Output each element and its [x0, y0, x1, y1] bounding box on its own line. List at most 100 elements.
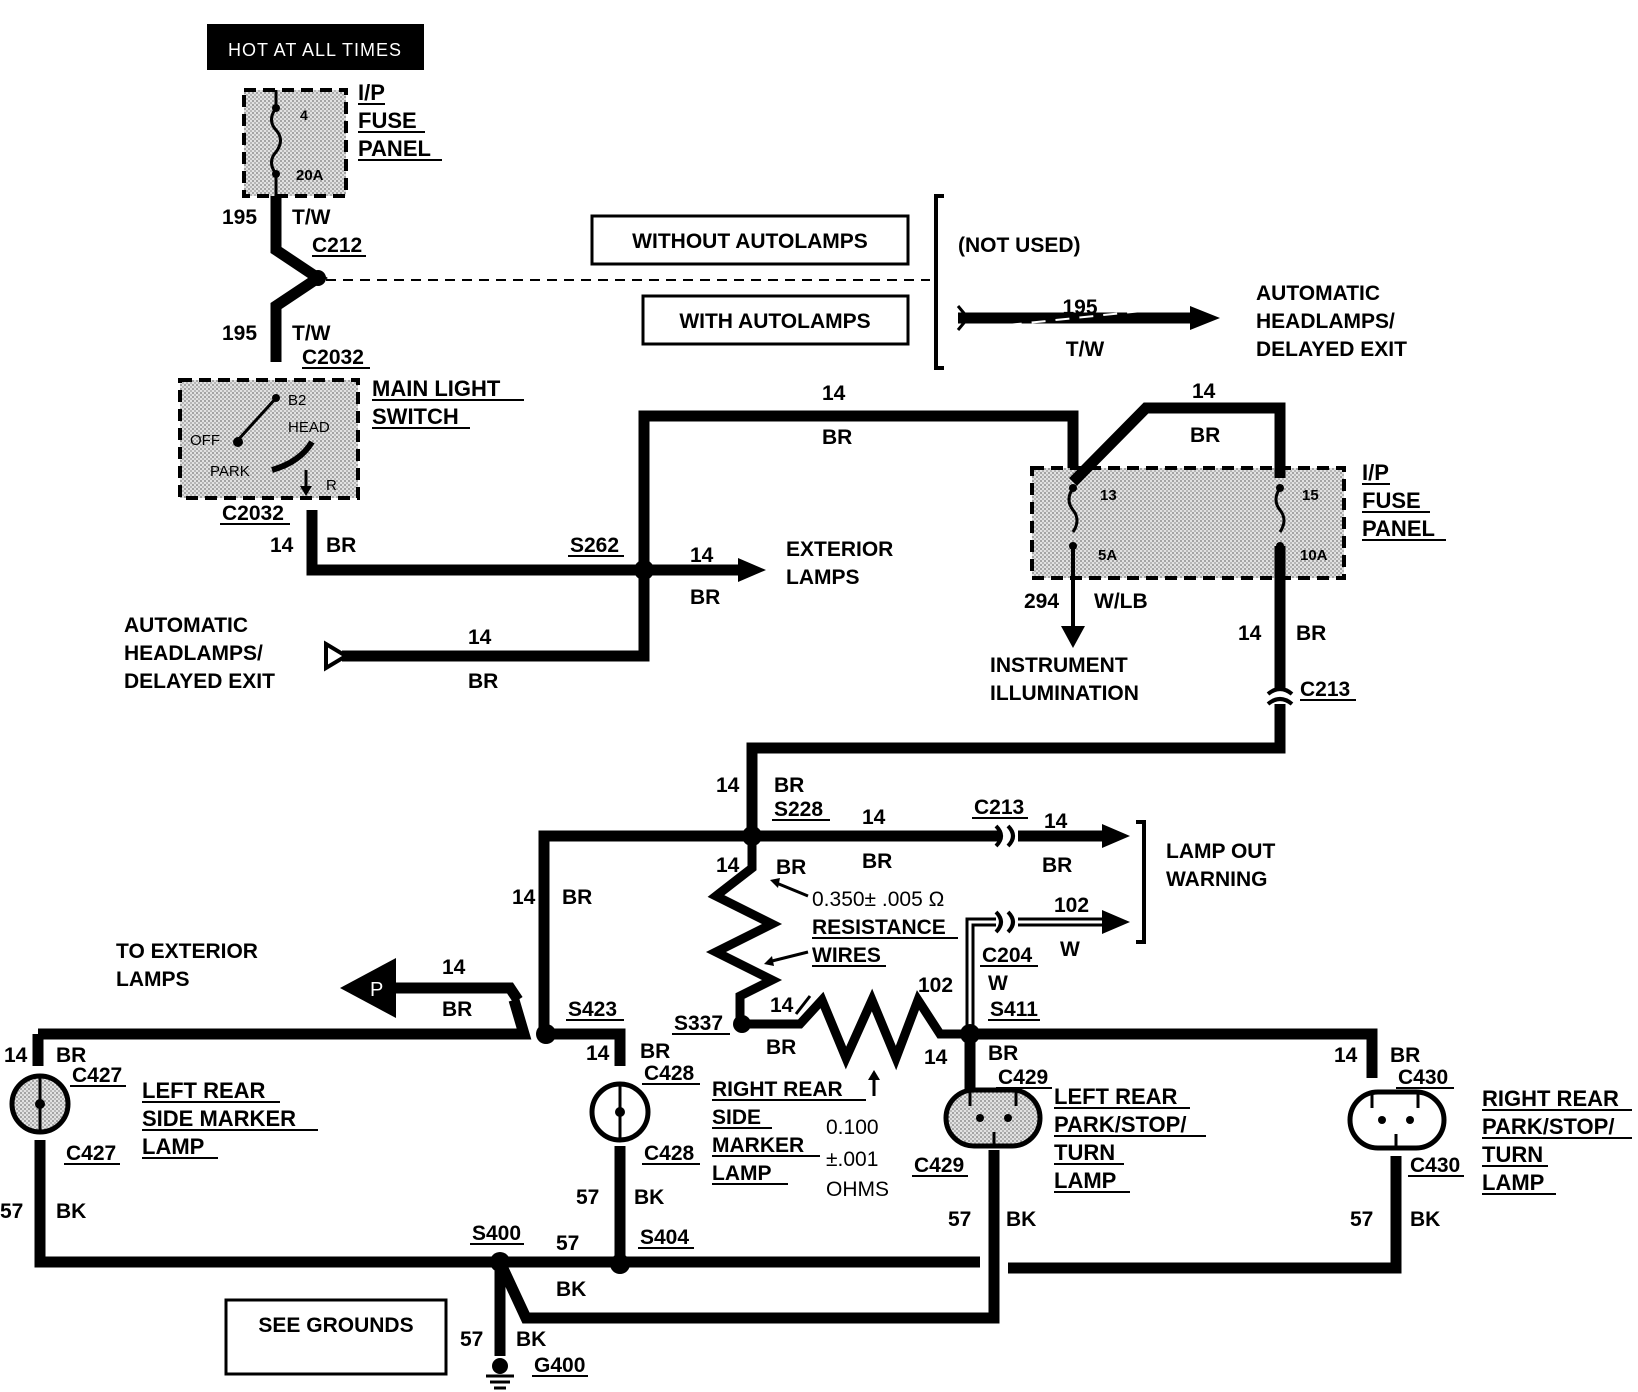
- s337-label: S337: [674, 1012, 723, 1035]
- c204-label: C204: [982, 944, 1033, 967]
- right-rear-side-marker-lamp: [589, 1081, 651, 1143]
- wire-14-color-b: BR: [822, 426, 852, 449]
- fuse-panel-top: [242, 88, 348, 198]
- fuse-rating: 20A: [296, 167, 324, 184]
- wire-14-br-to-auto-headlamps: [342, 570, 650, 662]
- wire-57-color-e: BK: [556, 1278, 586, 1301]
- svg-text:RIGHT REAR: RIGHT REAR: [712, 1078, 843, 1101]
- wire-14-br-to-exterior-lamps-p: [394, 982, 523, 1004]
- wire-14-color-m: BR: [766, 1036, 796, 1059]
- wire-57-gauge-a: 57: [0, 1200, 23, 1223]
- svg-text:RIGHT REAR: RIGHT REAR: [1482, 1086, 1619, 1111]
- svg-text:HOT AT ALL TIMES: HOT AT ALL TIMES: [228, 40, 402, 60]
- svg-text:PANEL: PANEL: [358, 136, 431, 161]
- wire-195-color: T/W: [292, 206, 331, 229]
- switch-contacts: [233, 394, 315, 496]
- c430-label-bottom: C430: [1410, 1154, 1460, 1177]
- wire-14-br-left-bus: [38, 998, 532, 1040]
- wire-14-color-p: BR: [640, 1040, 670, 1063]
- switch-head-label: HEAD: [288, 419, 330, 436]
- wire-57-gauge-b: 57: [576, 1186, 599, 1209]
- wire-14-color-l: BR: [442, 998, 472, 1021]
- option-bracket: [934, 194, 944, 370]
- wire-57-gauge-d: 57: [1350, 1208, 1373, 1231]
- main-light-switch-box: [178, 378, 360, 500]
- wire-57-bk-c429: [495, 1150, 1000, 1324]
- s404-label: S404: [640, 1226, 689, 1249]
- c2032-label-top: C2032: [302, 346, 364, 369]
- small-resistance-wire: [742, 988, 966, 1071]
- svg-text:ILLUMINATION: ILLUMINATION: [990, 682, 1139, 705]
- c213-label-top: C213: [1300, 678, 1350, 701]
- c204-wire-color: W: [988, 972, 1008, 995]
- wire-14-gauge-k: 14: [716, 854, 740, 877]
- wire-14-br-right-bus: [970, 1028, 1378, 1078]
- wire-294-color: W/LB: [1094, 590, 1148, 613]
- g400-label: G400: [534, 1354, 585, 1377]
- wire-195-gauge: 195: [222, 206, 257, 229]
- svg-text:SIDE: SIDE: [712, 1106, 761, 1129]
- wire-14-gauge-d: 14: [690, 544, 714, 567]
- wire-14-color-q: BR: [1390, 1044, 1420, 1067]
- svg-text:I/P: I/P: [358, 80, 385, 105]
- wire-14-color-n: BR: [988, 1042, 1018, 1065]
- right-rear-park-stop-turn-lamp: [1347, 1089, 1447, 1151]
- wire-14-gauge-l: 14: [442, 956, 466, 979]
- wire-57-gauge-f: 57: [460, 1328, 483, 1351]
- hot-at-all-times-label: HOT AT ALL TIMES: [207, 24, 424, 70]
- wire-57-bk-left: [34, 1140, 980, 1268]
- svg-text:WITH AUTOLAMPS: WITH AUTOLAMPS: [679, 310, 870, 333]
- svg-text:PARK/STOP/: PARK/STOP/: [1054, 1112, 1186, 1137]
- wire-14-gauge-n: 14: [924, 1046, 948, 1069]
- wire-195-gauge-3: 195: [1062, 296, 1097, 319]
- automatic-headlamps-label-right: AUTOMATIC HEADLAMPS/ DELAYED EXIT: [1256, 282, 1407, 361]
- wire-14-gauge-p: 14: [586, 1042, 610, 1065]
- wire-14-br-s423-to-c428: [544, 1028, 626, 1066]
- wire-14-color-k: BR: [776, 856, 806, 879]
- left-rear-side-marker-title: LEFT REAR SIDE MARKER LAMP: [142, 1078, 318, 1159]
- svg-text:LAMP: LAMP: [1482, 1170, 1544, 1195]
- svg-text:MARKER: MARKER: [712, 1134, 804, 1157]
- svg-text:LEFT REAR: LEFT REAR: [142, 1078, 266, 1103]
- automatic-headlamps-label-left: AUTOMATIC HEADLAMPS/ DELAYED EXIT: [124, 614, 275, 693]
- p-tag: P: [370, 979, 383, 1001]
- wire-14-color-g: BR: [774, 774, 804, 797]
- wire-14-color-e: BR: [1190, 424, 1220, 447]
- lamp-out-bracket: [1136, 820, 1146, 944]
- svg-text:TURN: TURN: [1482, 1142, 1543, 1167]
- to-exterior-arrow: [340, 958, 396, 1018]
- svg-text:FUSE: FUSE: [1362, 488, 1421, 513]
- c213-label-bottom: C213: [974, 796, 1024, 819]
- left-rear-park-title: LEFT REAR PARK/STOP/ TURN LAMP: [1054, 1084, 1206, 1193]
- wire-14-color-i: BR: [1042, 854, 1072, 877]
- left-rear-side-marker-lamp: [9, 1073, 71, 1135]
- not-used-label: (NOT USED): [958, 234, 1081, 257]
- switch-off-label: OFF: [190, 432, 220, 449]
- svg-text:FUSE: FUSE: [358, 108, 417, 133]
- svg-text:LEFT REAR: LEFT REAR: [1054, 1084, 1178, 1109]
- svg-text:WITHOUT AUTOLAMPS: WITHOUT AUTOLAMPS: [632, 230, 868, 253]
- c427-label-bottom: C427: [66, 1142, 116, 1165]
- svg-text:0.100: 0.100: [826, 1116, 879, 1139]
- c428-label-top: C428: [644, 1062, 695, 1085]
- exterior-lamps-label: EXTERIOR LAMPS: [786, 538, 893, 589]
- wire-14-gauge-m: 14: [770, 994, 794, 1017]
- wire-102-gauge-2: 102: [918, 974, 953, 997]
- wire-14-gauge-f: 14: [1238, 622, 1262, 645]
- svg-text:MAIN LIGHT: MAIN LIGHT: [372, 376, 501, 401]
- wire-14-gauge-e: 14: [1192, 380, 1216, 403]
- instrument-illumination-label: INSTRUMENT ILLUMINATION: [990, 654, 1139, 705]
- s228-label: S228: [774, 798, 823, 821]
- switch-b2-label: B2: [288, 392, 306, 409]
- svg-text:AUTOMATIC: AUTOMATIC: [124, 614, 248, 637]
- svg-text:SWITCH: SWITCH: [372, 404, 459, 429]
- svg-text:WARNING: WARNING: [1166, 868, 1268, 891]
- svg-text:SIDE MARKER: SIDE MARKER: [142, 1106, 296, 1131]
- wire-14-gauge-i: 14: [1044, 810, 1068, 833]
- wire-57-color-d: BK: [1410, 1208, 1440, 1231]
- c429-label-bottom: C429: [914, 1154, 964, 1177]
- wire-195-color-3: T/W: [1066, 338, 1105, 361]
- svg-text:LAMPS: LAMPS: [786, 566, 860, 589]
- wire-294-wlb: [1061, 546, 1085, 648]
